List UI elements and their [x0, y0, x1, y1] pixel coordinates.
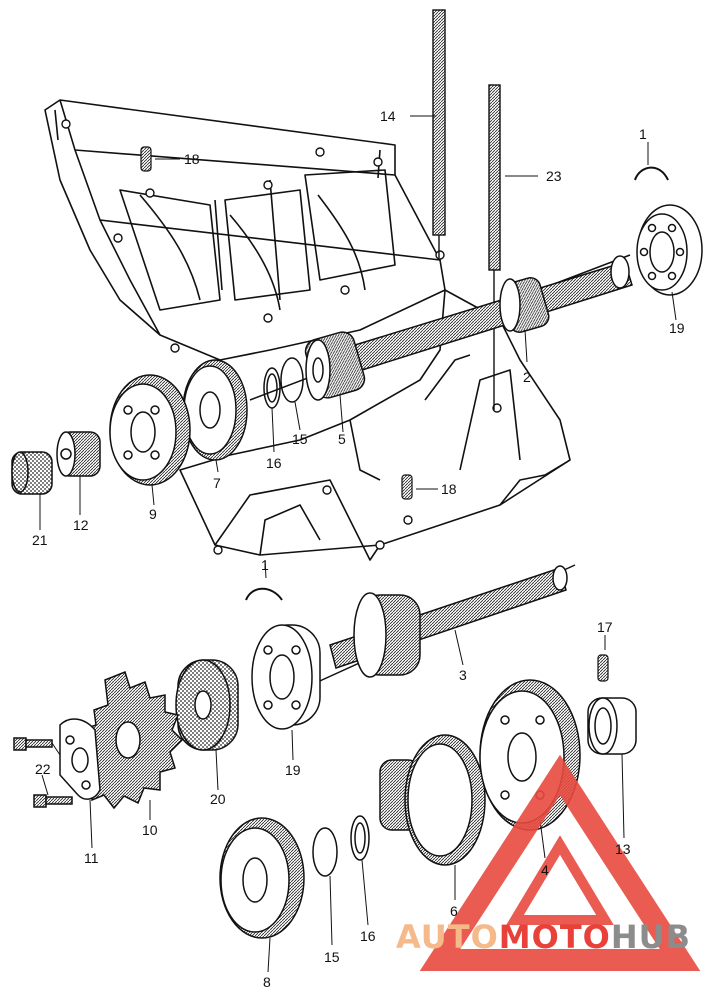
callout-9: 9: [149, 506, 157, 522]
sprocket-10: [74, 671, 184, 810]
callout-3: 3: [459, 667, 467, 683]
oil-seal-20: [175, 659, 239, 751]
callout-16-upper: 16: [266, 455, 282, 471]
circlip-16-lower: [350, 815, 370, 861]
callout-4: 4: [541, 862, 549, 878]
callout-23: 23: [546, 168, 562, 184]
gear-7: [182, 359, 248, 461]
bearing-13: [587, 697, 637, 755]
callout-11: 11: [84, 850, 99, 866]
bearing-21: [11, 451, 53, 495]
dowel-pin-18-top: [140, 146, 152, 172]
gear-8: [219, 817, 305, 939]
watermark-hub: HUB: [610, 918, 692, 956]
gear-2: [499, 277, 550, 333]
watermark-logo: AUTOMOTOHUB: [396, 918, 691, 956]
callout-21: 21: [32, 532, 48, 548]
callout-6: 6: [450, 903, 458, 919]
bolt-22-upper: [13, 737, 53, 751]
watermark-triangle: [419, 754, 701, 971]
stud-bolt-14: [432, 9, 446, 258]
gear-9: [109, 374, 191, 486]
callout-14: 14: [380, 108, 396, 124]
callout-13: 13: [615, 841, 631, 857]
callout-16-lower: 16: [360, 928, 376, 944]
callout-18-top: 18: [184, 151, 200, 167]
callout-12: 12: [73, 517, 89, 533]
callout-8: 8: [263, 974, 271, 990]
circlip-16-upper: [263, 367, 281, 409]
gear-5: [304, 331, 366, 401]
callout-22: 22: [35, 761, 51, 777]
callout-7: 7: [213, 475, 221, 491]
callout-5: 5: [338, 431, 346, 447]
callout-15-upper: 15: [292, 431, 308, 447]
callout-10: 10: [142, 822, 158, 838]
crankcase-bolt-holes: [61, 119, 502, 555]
callout-20: 20: [210, 791, 226, 807]
circlip-15-lower: [312, 827, 338, 877]
callout-19-lower: 19: [285, 762, 301, 778]
circlip-1-top: [634, 166, 669, 181]
leader-lines: [39, 115, 677, 973]
dowel-pin-18-mid: [401, 474, 413, 500]
callout-17: 17: [597, 619, 613, 635]
collar-12: [56, 431, 101, 477]
callout-15-lower: 15: [324, 949, 340, 965]
callout-19-right: 19: [669, 320, 685, 336]
gear-6: [379, 734, 486, 866]
circlip-15-upper: [280, 357, 304, 403]
circlip-1-mid: [245, 587, 283, 601]
fixing-plate-11: [59, 718, 101, 800]
callout-2: 2: [523, 369, 531, 385]
watermark-moto: MOTO: [498, 918, 611, 956]
callout-1-top: 1: [639, 126, 647, 142]
callout-18-mid: 18: [441, 481, 457, 497]
callout-1-mid: 1: [261, 557, 269, 573]
bolt-22-lower: [33, 794, 73, 808]
bearing-19-right: [636, 204, 703, 296]
bearing-19-lower: [251, 624, 321, 730]
watermark-auto: AUTO: [396, 918, 499, 956]
stud-bolt-23: [488, 84, 501, 410]
countershaft-3: [299, 564, 576, 691]
spring-pin-17: [597, 654, 609, 682]
